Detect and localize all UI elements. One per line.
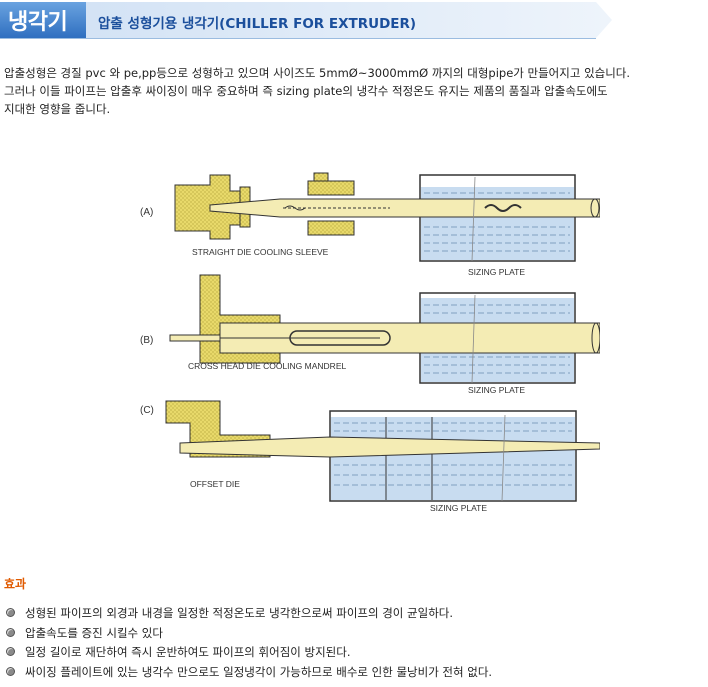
list-item: 일정 길이로 재단하여 즉시 운반하여도 파이프의 휘어짐이 방지된다. bbox=[6, 643, 492, 663]
diagram-a-marker: (A) bbox=[140, 207, 153, 218]
effects-title: 효과 bbox=[4, 577, 27, 591]
diagram-c-plate-label: SIZING PLATE bbox=[430, 503, 487, 513]
diagram-b-plate-label: SIZING PLATE bbox=[468, 385, 525, 395]
page-subtitle: 압출 성형기용 냉각기(CHILLER FOR EXTRUDER) bbox=[98, 16, 417, 32]
intro-text: 압출성형은 경질 pvc 와 pe,pp등으로 성형하고 있으며 사이즈도 5m… bbox=[4, 64, 706, 118]
extruded-pipe bbox=[209, 198, 600, 218]
cooling-water bbox=[421, 187, 574, 260]
extruded-pipe bbox=[179, 436, 600, 458]
diagram-b-die-label: CROSS HEAD DIE COOLING MANDREL bbox=[188, 361, 346, 371]
cooling-water bbox=[331, 417, 575, 500]
diagram-a-die-label: STRAIGHT DIE COOLING SLEEVE bbox=[192, 247, 329, 257]
diagram-c-marker: (C) bbox=[140, 405, 154, 416]
banner-background bbox=[0, 2, 612, 39]
page-title: 냉각기 bbox=[8, 10, 68, 35]
diagram-c: (C) OFFSET DIE SIZING PLATE bbox=[140, 400, 600, 513]
list-item: 싸이징 플레이트에 있는 냉각수 만으로도 일정냉각이 가능하므로 배수로 인한… bbox=[6, 663, 492, 683]
extrusion-diagram: (A) STRAIGHT DIE COOLING SLEEVE SIZING P… bbox=[140, 172, 600, 513]
list-item: 압출속도를 증진 시킬수 있다 bbox=[6, 624, 492, 644]
header-banner: 냉각기 압출 성형기용 냉각기(CHILLER FOR EXTRUDER) bbox=[0, 0, 708, 40]
effect-text: 성형된 파이프의 외경과 내경을 일정한 적정온도로 냉각한으로써 파이프의 경… bbox=[25, 606, 454, 620]
bullet-icon bbox=[6, 608, 15, 617]
effect-text: 일정 길이로 재단하여 즉시 운반하여도 파이프의 휘어짐이 방지된다. bbox=[25, 645, 351, 659]
diagram-b-marker: (B) bbox=[140, 335, 153, 346]
bullet-icon bbox=[6, 666, 15, 676]
list-item: 성형된 파이프의 외경과 내경을 일정한 적정온도로 냉각한으로써 파이프의 경… bbox=[6, 604, 492, 624]
intro-line: 지대한 영향을 줍니다. bbox=[4, 102, 111, 116]
sizing-tank bbox=[419, 174, 576, 262]
diagram-c-die-label: OFFSET DIE bbox=[190, 479, 240, 489]
diagram-b: (B) CROSS HEAD DIE COOLING MANDREL SIZIN… bbox=[140, 274, 600, 395]
diagram-a-plate-label: SIZING PLATE bbox=[468, 267, 525, 277]
effect-text: 싸이징 플레이트에 있는 냉각수 만으로도 일정냉각이 가능하므로 배수로 인한… bbox=[25, 664, 493, 679]
diagram-a: (A) STRAIGHT DIE COOLING SLEEVE SIZING P… bbox=[140, 172, 600, 277]
effects-list: 성형된 파이프의 외경과 내경을 일정한 적정온도로 냉각한으로써 파이프의 경… bbox=[6, 604, 492, 682]
bullet-icon bbox=[6, 647, 15, 656]
bullet-icon bbox=[6, 627, 15, 637]
effect-text: 압출속도를 증진 시킬수 있다 bbox=[25, 625, 163, 640]
intro-line: 그러나 이들 파이프는 압출후 싸이징이 매우 중요하며 즉 sizing pl… bbox=[4, 84, 608, 98]
intro-line: 압출성형은 경질 pvc 와 pe,pp등으로 성형하고 있으며 사이즈도 5m… bbox=[4, 66, 631, 80]
